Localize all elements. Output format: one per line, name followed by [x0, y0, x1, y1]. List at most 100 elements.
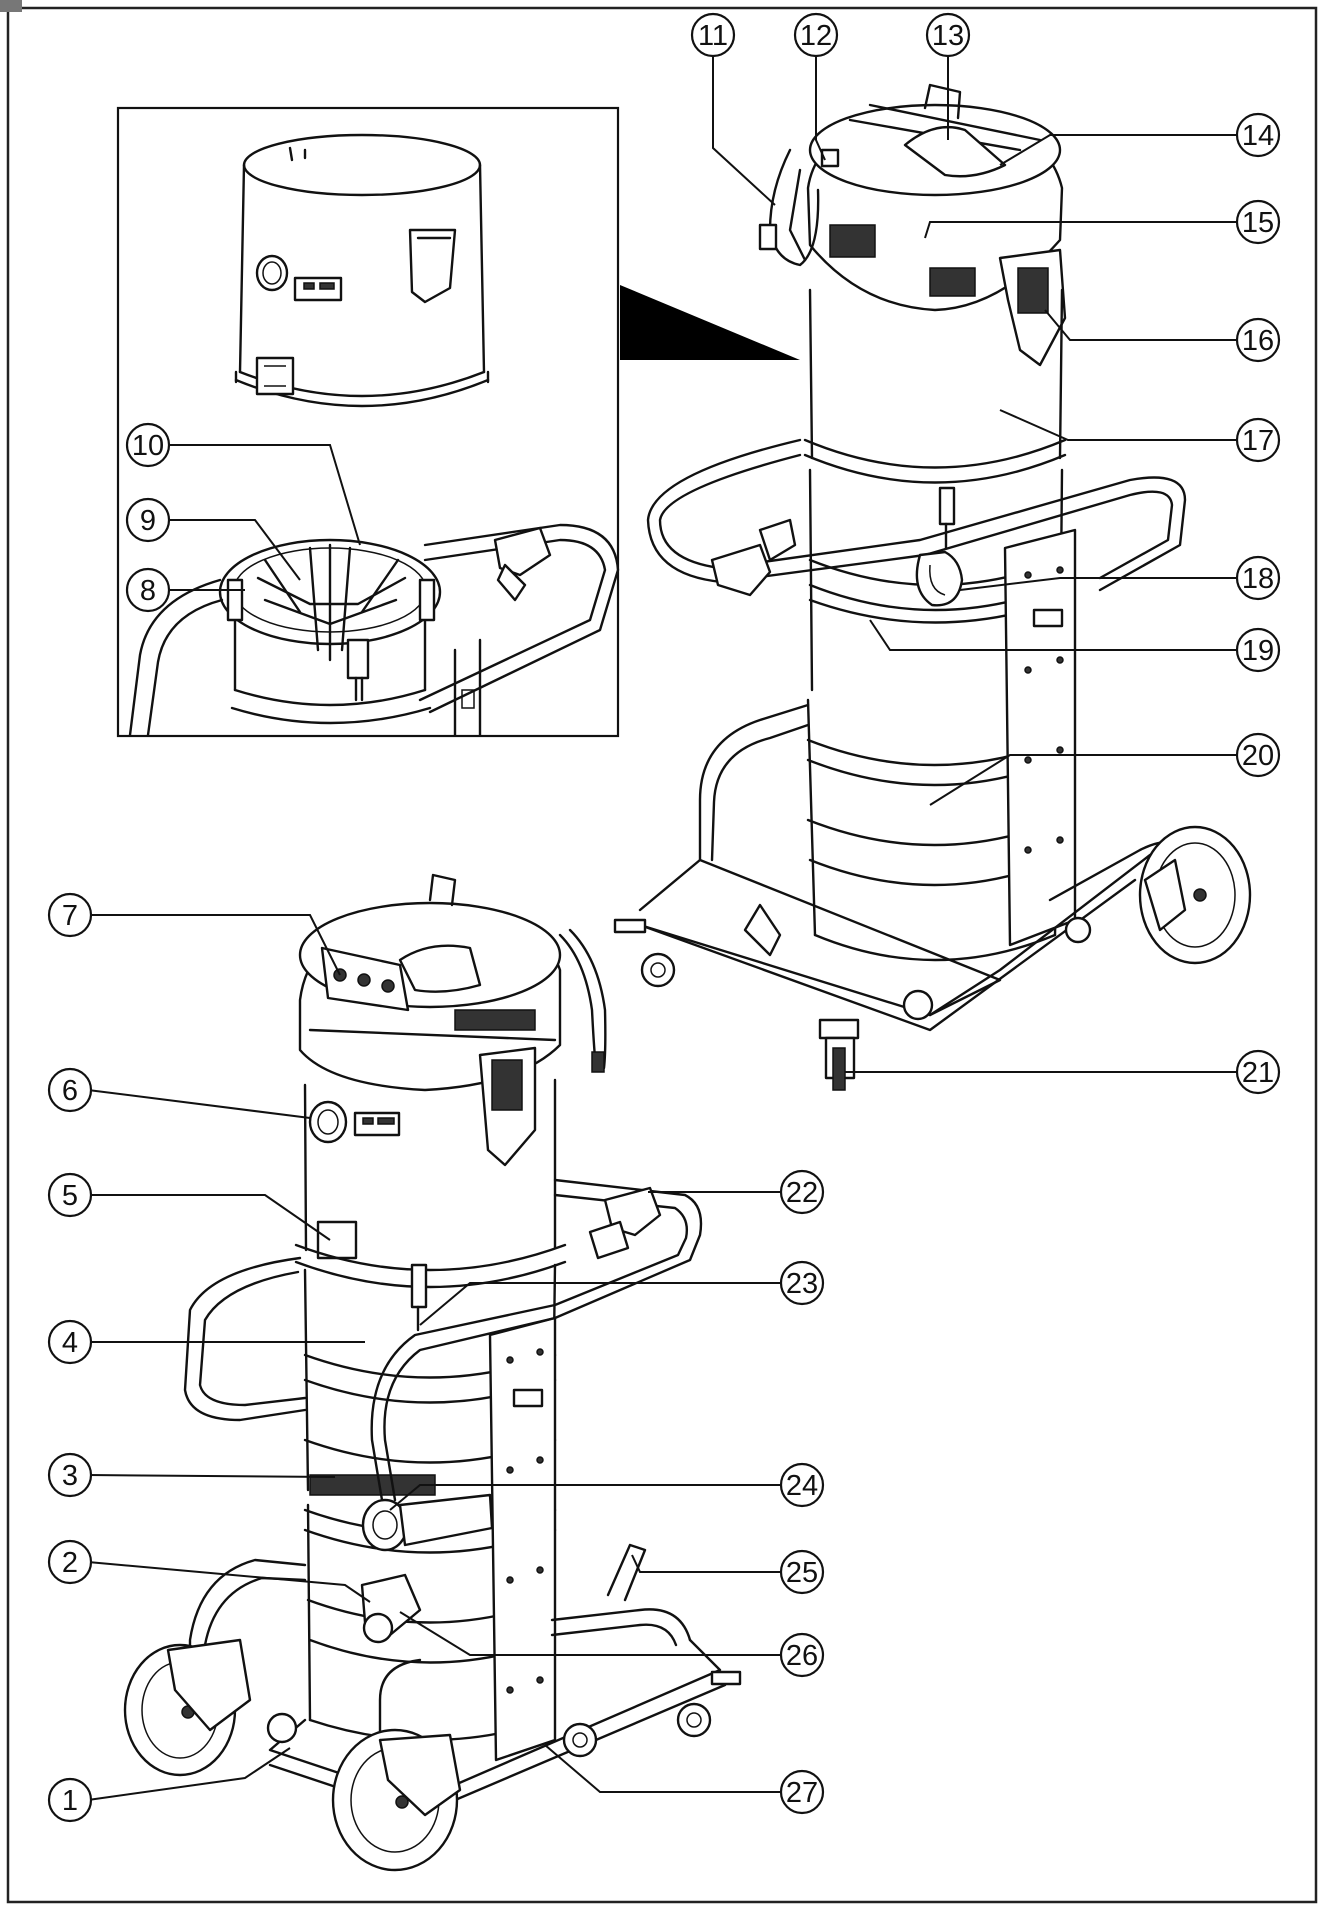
leader-line-3 [87, 1474, 336, 1478]
leader-line-15 [924, 221, 1240, 239]
callout-circle [47, 1319, 93, 1365]
callout-19: 19 [1235, 627, 1281, 673]
callout-circle [779, 1260, 825, 1306]
callout-circle [1235, 199, 1281, 245]
callout-number: 19 [1242, 635, 1274, 667]
callout-circle [779, 1549, 825, 1595]
callout-circle [47, 1172, 93, 1218]
leader-line-18 [959, 577, 1240, 591]
callout-number: 9 [140, 505, 156, 537]
callout-circle [1235, 317, 1281, 363]
callout-16: 16 [1235, 317, 1281, 363]
callout-10: 10 [125, 422, 171, 468]
callout-8: 8 [125, 567, 171, 613]
callout-number: 16 [1242, 325, 1274, 357]
callout-number: 2 [62, 1547, 78, 1579]
leader-line-14 [999, 134, 1240, 166]
callout-circle [1235, 627, 1281, 673]
callout-circle [779, 1462, 825, 1508]
callout-circle [125, 567, 171, 613]
callout-number: 7 [62, 900, 78, 932]
callout-circle [1235, 112, 1281, 158]
callout-number: 3 [62, 1460, 78, 1492]
callout-2: 2 [47, 1539, 93, 1585]
callout-circle [925, 12, 971, 58]
callout-number: 12 [800, 20, 832, 52]
callout-number: 22 [786, 1177, 818, 1209]
callout-11: 11 [690, 12, 736, 58]
callout-circle [1235, 555, 1281, 601]
callout-number: 5 [62, 1180, 78, 1212]
callout-circle [779, 1769, 825, 1815]
leader-lines [87, 53, 1240, 1801]
callout-number: 8 [140, 575, 156, 607]
callout-number: 24 [786, 1470, 818, 1502]
leader-line-9 [166, 519, 301, 581]
leader-line-24 [389, 1484, 784, 1511]
callout-1: 1 [47, 1777, 93, 1823]
callout-15: 15 [1235, 199, 1281, 245]
callout-circle [779, 1169, 825, 1215]
callout-circle [1235, 417, 1281, 463]
callout-25: 25 [779, 1549, 825, 1595]
callout-number: 25 [786, 1557, 818, 1589]
leader-line-16 [1044, 309, 1240, 341]
callout-number: 27 [786, 1777, 818, 1809]
callout-circle [1235, 1049, 1281, 1095]
leader-line-19 [869, 619, 1240, 651]
figure-frame [6, 6, 1318, 1904]
callout-6: 6 [47, 1067, 93, 1113]
callout-17: 17 [1235, 417, 1281, 463]
callout-number: 6 [62, 1075, 78, 1107]
leader-line-1 [87, 1747, 291, 1801]
callout-number: 21 [1242, 1057, 1274, 1089]
inset-detail-filter [116, 106, 800, 738]
main-unit-rear-view [613, 83, 1252, 1091]
callout-circle [125, 422, 171, 468]
callout-number: 10 [132, 430, 164, 462]
callout-number: 18 [1242, 563, 1274, 595]
callout-14: 14 [1235, 112, 1281, 158]
callout-circle [125, 497, 171, 543]
callout-26: 26 [779, 1632, 825, 1678]
callout-circle [47, 1452, 93, 1498]
corner-mark [0, 0, 22, 12]
leader-line-23 [419, 1282, 784, 1326]
callout-20: 20 [1235, 732, 1281, 778]
callout-22: 22 [779, 1169, 825, 1215]
callout-circle [793, 12, 839, 58]
leader-line-20 [929, 754, 1240, 806]
leader-line-25 [631, 1554, 784, 1573]
callout-number: 11 [698, 20, 728, 52]
callout-number: 1 [62, 1785, 78, 1817]
leader-line-26 [399, 1611, 784, 1656]
callout-4: 4 [47, 1319, 93, 1365]
callout-number: 17 [1242, 425, 1274, 457]
callout-number: 4 [62, 1327, 78, 1359]
leader-line-2 [87, 1561, 371, 1603]
leader-line-11 [712, 53, 776, 206]
callout-number: 26 [786, 1640, 818, 1672]
callout-number: 13 [932, 20, 964, 52]
callout-number: 15 [1242, 207, 1274, 239]
inset-upper-drum [234, 133, 490, 408]
callout-circle [690, 12, 736, 58]
callout-circle [47, 1777, 93, 1823]
leader-line-27 [544, 1744, 784, 1793]
callout-circle [779, 1632, 825, 1678]
callout-circle [47, 1539, 93, 1585]
leader-line-10 [166, 444, 361, 546]
inset-pointer-triangle [620, 285, 800, 360]
callout-circle [47, 1067, 93, 1113]
leader-line-12 [815, 53, 826, 161]
leader-line-5 [88, 1194, 331, 1241]
callout-27: 27 [779, 1769, 825, 1815]
leader-line-17 [999, 409, 1240, 441]
callout-circle [1235, 732, 1281, 778]
callout-circle [47, 892, 93, 938]
callout-9: 9 [125, 497, 171, 543]
callout-24: 24 [779, 1462, 825, 1508]
callout-12: 12 [793, 12, 839, 58]
